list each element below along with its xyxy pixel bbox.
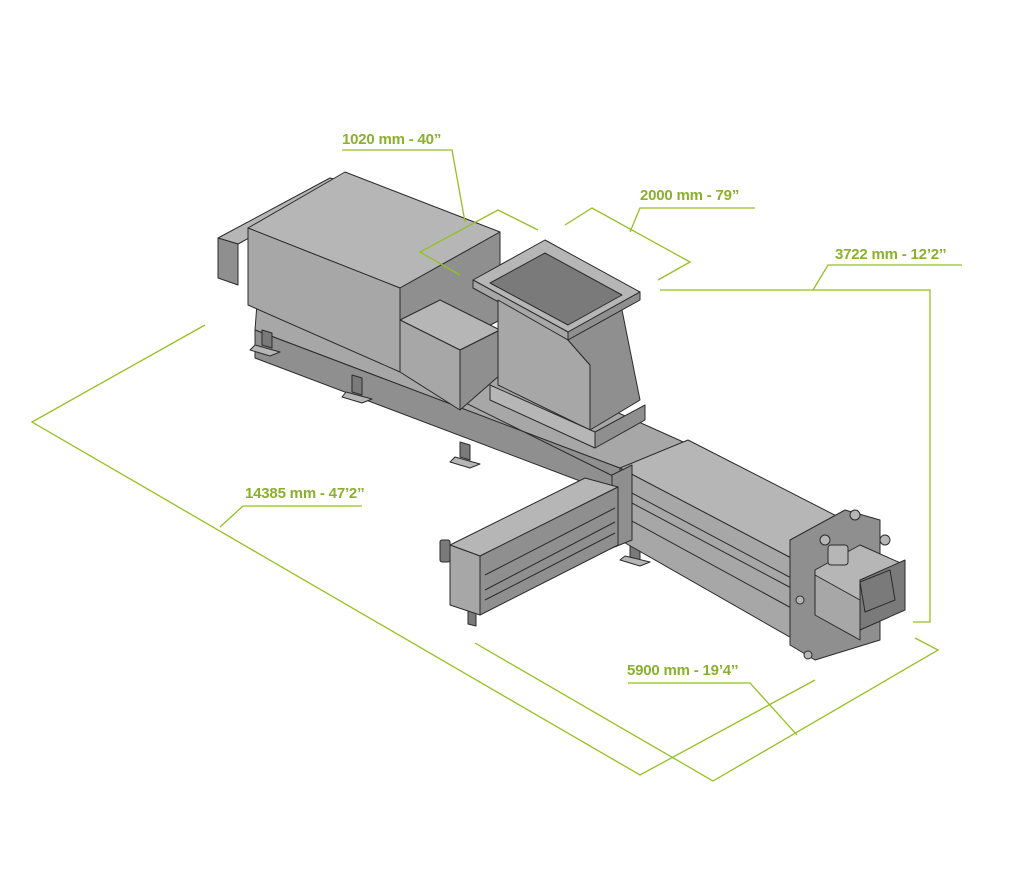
dim-hopper-width-leader (629, 207, 755, 233)
motor-box (399, 299, 501, 411)
side-press (439, 477, 619, 616)
power-unit (217, 171, 501, 373)
dim-press-length-label: 5900 mm - 19’4’’ (627, 662, 738, 679)
feed-hopper (472, 239, 646, 449)
dim-hopper-depth-label: 1020 mm - 40” (342, 131, 441, 148)
dim-hopper-depth-leader (342, 149, 466, 223)
dimension-lines (30, 149, 962, 782)
dim-width-total-line (660, 289, 931, 623)
dim-press-length-leader (628, 682, 798, 736)
dim-hopper-width-label: 2000 mm - 79” (640, 187, 739, 204)
dim-length-total-leader (219, 505, 362, 528)
baler-machine (217, 171, 906, 661)
dim-width-total-label: 3722 mm - 12’2’’ (835, 246, 946, 263)
dim-length-total-line (30, 324, 816, 776)
ejector-head (789, 509, 906, 661)
dim-width-total-leader (812, 264, 962, 291)
dim-hopper-width-line (564, 207, 692, 281)
dim-length-total-label: 14385 mm - 47’2’’ (245, 485, 364, 502)
support-legs (249, 329, 651, 627)
dim-press-length-line (474, 637, 940, 782)
dim-hopper-depth-line (418, 209, 539, 276)
dimension-labels: 1020 mm - 40” 2000 mm - 79” 3722 mm - 12… (245, 131, 947, 679)
